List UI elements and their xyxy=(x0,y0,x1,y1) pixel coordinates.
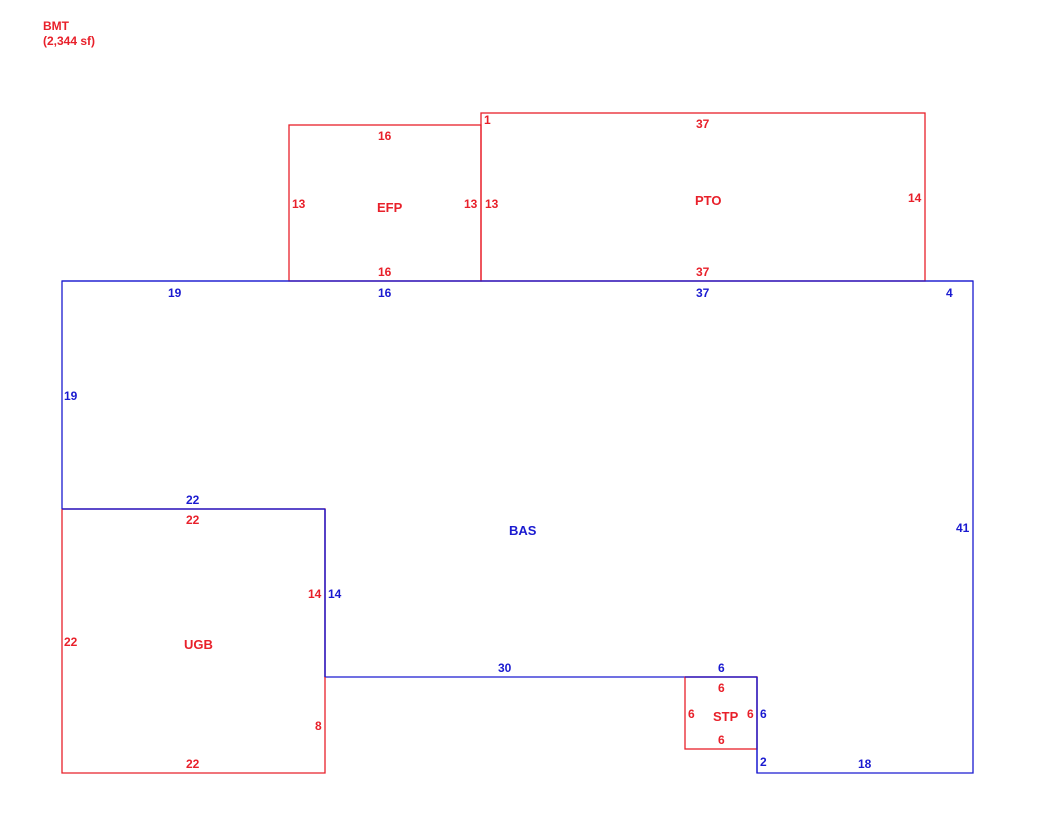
dim-ugb-right: 14 xyxy=(308,587,322,601)
dim-pto-top: 37 xyxy=(696,117,710,131)
dim-bas-notch-top: 22 xyxy=(186,493,200,507)
area-label-efp: EFP xyxy=(377,200,403,215)
dim-bas-top-b: 16 xyxy=(378,286,392,300)
dim-bas-bottom-step: 30 xyxy=(498,661,512,675)
dim-bas-step-top: 6 xyxy=(718,661,725,675)
dim-bas-step-vert: 6 xyxy=(760,707,767,721)
area-label-ugb: UGB xyxy=(184,637,213,652)
dim-ugb-top: 22 xyxy=(186,513,200,527)
dim-stp-bottom: 6 xyxy=(718,733,725,747)
dim-pto-gap: 1 xyxy=(484,113,491,127)
dim-bas-top-c: 37 xyxy=(696,286,710,300)
dim-ugb-right-low: 8 xyxy=(315,719,322,733)
sketch-title: BMT xyxy=(43,19,70,33)
area-label-stp: STP xyxy=(713,709,739,724)
dim-stp-top: 6 xyxy=(718,681,725,695)
dim-stp-left: 6 xyxy=(688,707,695,721)
dim-bas-top-a: 19 xyxy=(168,286,182,300)
dim-bas-right: 41 xyxy=(956,521,970,535)
dim-bas-left: 19 xyxy=(64,389,78,403)
dim-pto-right: 14 xyxy=(908,191,922,205)
dim-bas-step-small: 2 xyxy=(760,755,767,769)
dim-ugb-left: 22 xyxy=(64,635,78,649)
dim-bas-bottom: 18 xyxy=(858,757,872,771)
dim-efp-left: 13 xyxy=(292,197,306,211)
area-label-bas: BAS xyxy=(509,523,537,538)
area-label-pto: PTO xyxy=(695,193,722,208)
dim-stp-right: 6 xyxy=(747,707,754,721)
dim-efp-right: 13 xyxy=(464,197,478,211)
dim-bas-top-d: 4 xyxy=(946,286,953,300)
dim-bas-inner-vert: 14 xyxy=(328,587,342,601)
dim-efp-top: 16 xyxy=(378,129,392,143)
sketch-area-total: (2,344 sf) xyxy=(43,34,95,48)
dim-pto-left: 13 xyxy=(485,197,499,211)
dim-pto-bottom: 37 xyxy=(696,265,710,279)
dim-efp-bottom: 16 xyxy=(378,265,392,279)
dim-ugb-bottom: 22 xyxy=(186,757,200,771)
